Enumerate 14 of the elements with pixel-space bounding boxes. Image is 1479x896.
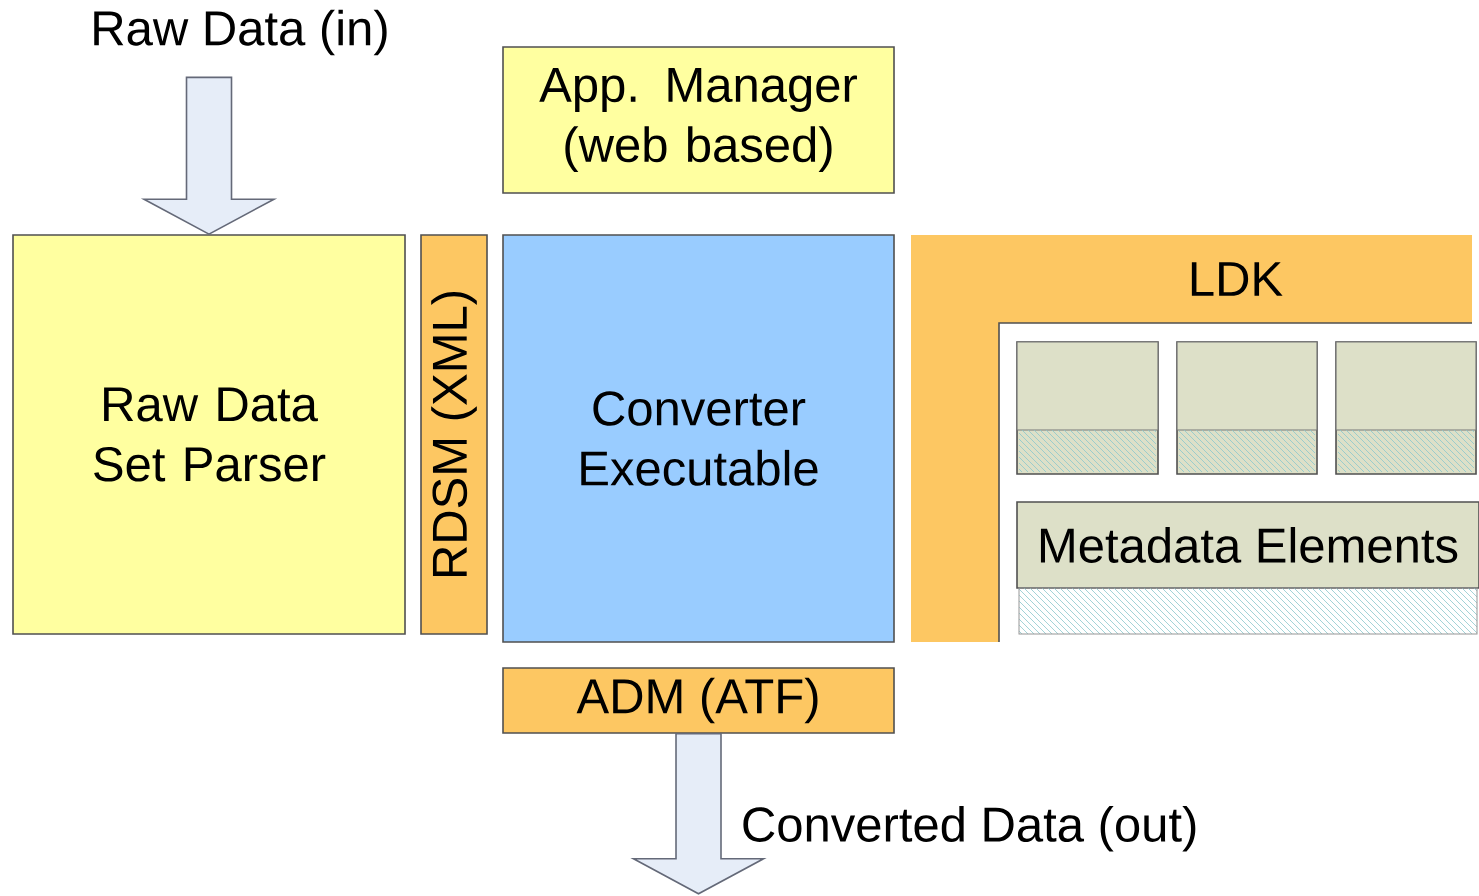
block-arrow	[630, 733, 767, 895]
process-box: ADM (ATF)	[502, 667, 895, 734]
block-arrow	[140, 76, 278, 236]
hatched-box	[1335, 341, 1477, 475]
process-box: Raw Data Set Parser	[12, 234, 406, 635]
hatched-box	[1176, 341, 1318, 475]
process-box: Converter Executable	[502, 234, 895, 643]
caption-text: Raw Data (in)	[94, 9, 387, 56]
process-box: App. Manager (web based)	[502, 46, 895, 194]
edge-label: Converted Data (out)	[738, 803, 1201, 854]
hatched-box	[1016, 341, 1159, 475]
process-box: RDSM (XML)	[420, 234, 488, 635]
hatched-box	[1018, 587, 1478, 635]
hatched-box: Metadata Elements	[1016, 501, 1479, 589]
